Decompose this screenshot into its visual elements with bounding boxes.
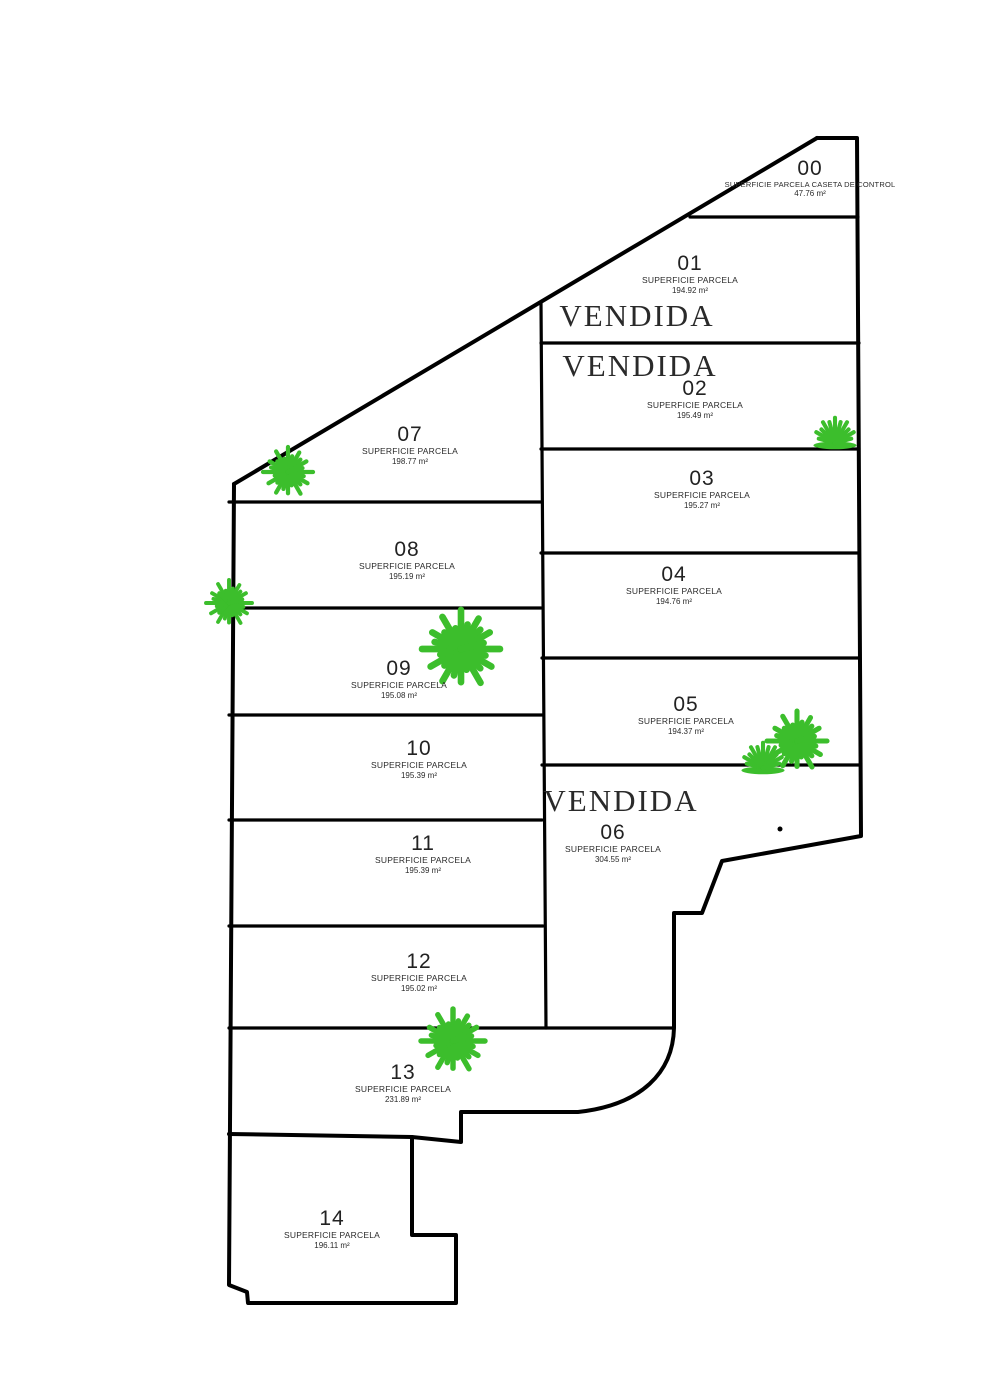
grass-tuft-icon [813,418,856,449]
plot-outer-boundary-left [227,482,458,1305]
palm-tree-icon [204,578,254,625]
grass-tuft-icon [741,743,784,774]
boundary-point-dot [777,826,783,832]
palm-tree-icon [263,447,313,494]
plants-layer [204,418,857,1069]
column-divider [539,301,548,1030]
plot-outer-boundary-right [227,136,863,1144]
palm-tree-icon [422,610,500,683]
plot-outer-boundary-diagonal [232,136,819,486]
palm-tree-icon [421,1009,485,1069]
